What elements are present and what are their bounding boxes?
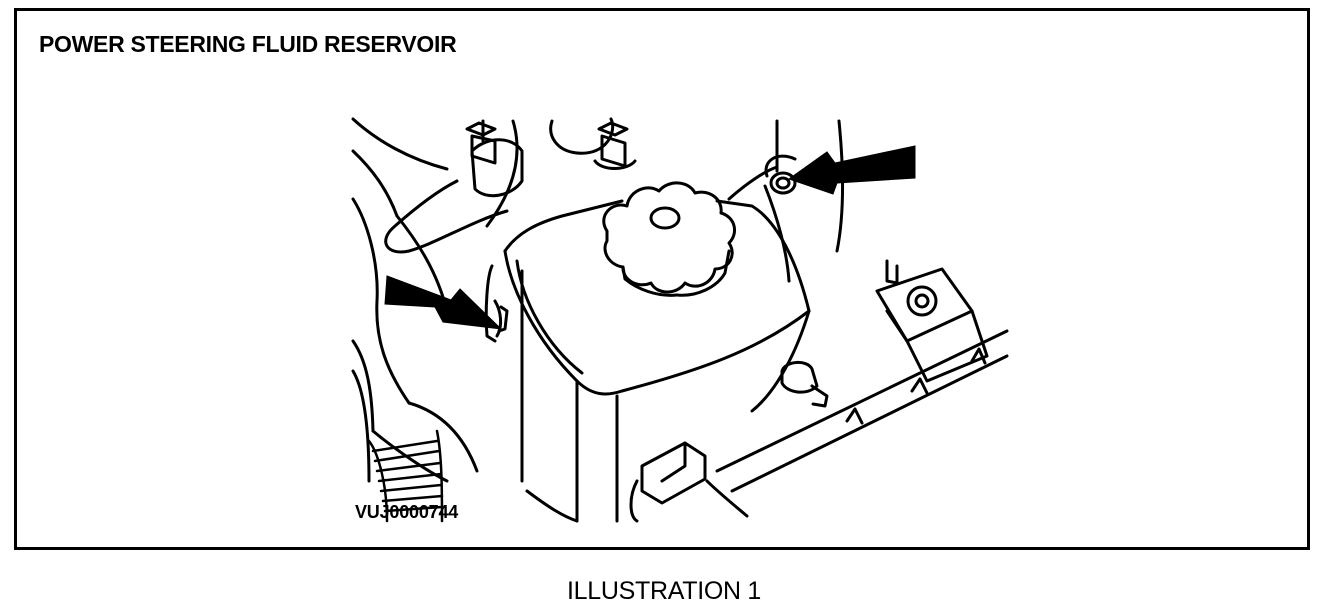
right-mounting-bolt bbox=[764, 154, 797, 195]
callout-arrows bbox=[384, 145, 916, 330]
illustration-caption: ILLUSTRATION 1 bbox=[567, 577, 761, 605]
mounting-studs bbox=[465, 121, 637, 170]
illustration-frame: POWER STEERING FLUID RESERVOIR bbox=[14, 8, 1310, 550]
reservoir-line-drawing bbox=[351, 117, 1009, 523]
left-mounting-bolt bbox=[493, 299, 509, 338]
filler-cap bbox=[602, 181, 737, 297]
reservoir-body bbox=[484, 199, 811, 523]
right-arrow-icon bbox=[787, 145, 916, 195]
corrugated-hose bbox=[367, 429, 444, 523]
right-components bbox=[629, 165, 1009, 523]
mounting-bracket bbox=[384, 138, 524, 254]
left-arrow-icon bbox=[384, 275, 503, 330]
figure-id: VUJ0000744 bbox=[355, 502, 459, 522]
illustration-title: POWER STEERING FLUID RESERVOIR bbox=[39, 31, 457, 57]
